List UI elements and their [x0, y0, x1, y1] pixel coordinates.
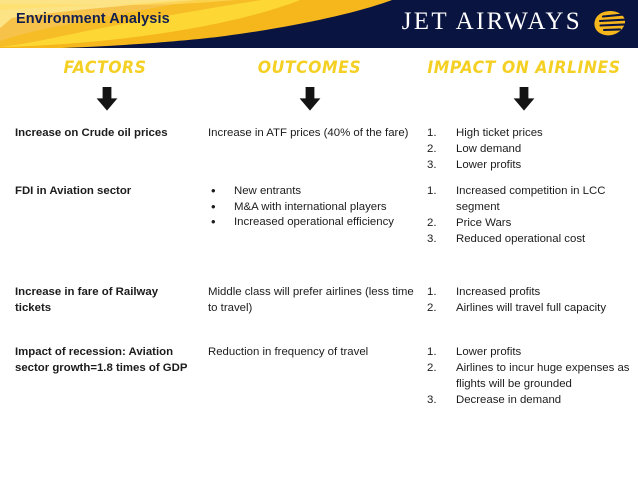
list-text: Reduced operational cost [456, 232, 586, 245]
list-text: Lower profits [456, 346, 522, 358]
row-outcome: • New entrants • M&A with international … [208, 183, 420, 231]
list-text: Increased competition in LCC segment [456, 185, 606, 213]
list-item: • M&A with international players [208, 198, 420, 216]
row-outcome: Middle class will prefer airlines (less … [208, 286, 414, 314]
column-header-factors: FACTORS [63, 58, 147, 78]
row-factor: Impact of recession: Aviation sector gro… [15, 346, 188, 374]
list-text: Price Wars [456, 216, 512, 229]
list-number: 2. [427, 302, 437, 314]
arrow-down-icon-impact [513, 87, 535, 111]
list-item: 1. Lower profits [427, 345, 632, 361]
row-impacts: 1. Lower profits 2. Airlines to incur hu… [427, 345, 632, 409]
list-item: 2. Airlines will travel full capacity [427, 301, 632, 317]
outcome-bullet-list: • New entrants • M&A with international … [208, 183, 420, 231]
list-item: 3. Lower profits [427, 158, 632, 174]
column-header-outcomes: OUTCOMES [257, 58, 362, 78]
list-item: • Increased operational efficiency [208, 214, 420, 231]
row-factor: Increase in fare of Railway tickets [15, 286, 159, 314]
row-impacts: 1. Increased profits 2. Airlines will tr… [427, 285, 632, 317]
list-number: 1. [427, 286, 437, 298]
list-number: 1. [427, 185, 437, 197]
list-text: Low demand [456, 143, 522, 155]
list-item: 1. High ticket prices [427, 126, 632, 142]
list-item: 3. Decrease in demand [427, 393, 632, 409]
jet-airways-sun-logo-icon [594, 11, 630, 36]
list-text: High ticket prices [456, 127, 543, 139]
list-number: 3. [427, 159, 437, 171]
list-text: Increased operational efficiency [234, 216, 394, 228]
bullet-icon: • [211, 198, 216, 214]
list-number: 3. [427, 232, 437, 245]
page-title: Environment Analysis [16, 11, 170, 27]
list-item: 3. Reduced operational cost [427, 232, 632, 248]
list-number: 1. [427, 127, 437, 139]
list-item: 2. Low demand [427, 142, 632, 158]
list-item: 2. Airlines to incur huge expenses as fl… [427, 361, 632, 392]
impact-list: 1. Lower profits 2. Airlines to incur hu… [427, 345, 632, 408]
impact-list: 1. High ticket prices 2. Low demand 3. L… [427, 126, 632, 174]
row-factor: Increase on Crude oil prices [15, 127, 168, 139]
row-impacts: 1. Increased competition in LCC segment … [427, 184, 632, 248]
arrow-down-icon-factors [96, 87, 118, 111]
header-swoosh-graphic [0, 0, 638, 48]
bullet-icon: • [211, 183, 216, 198]
list-number: 2. [427, 216, 437, 229]
row-outcome: Reduction in frequency of travel [208, 346, 369, 358]
row-outcome: Increase in ATF prices (40% of the fare) [208, 127, 409, 139]
row-factor: FDI in Aviation sector [15, 185, 132, 197]
arrow-down-icon-outcomes [299, 87, 321, 111]
list-item: 1. Increased profits [427, 285, 632, 301]
impact-list: 1. Increased competition in LCC segment … [427, 184, 632, 247]
list-item: • New entrants [208, 183, 420, 200]
list-text: New entrants [234, 185, 302, 197]
list-text: Airlines to incur huge expenses as fligh… [456, 362, 630, 390]
list-text: Lower profits [456, 159, 522, 171]
slide-header: Environment Analysis JET AIRWAYS [0, 0, 638, 48]
list-text: Increased profits [456, 286, 541, 298]
list-item: 1. Increased competition in LCC segment [427, 184, 632, 215]
list-number: 2. [427, 362, 437, 374]
brand-wordmark: JET AIRWAYS [401, 8, 582, 35]
impact-list: 1. Increased profits 2. Airlines will tr… [427, 285, 632, 317]
list-text: Airlines will travel full capacity [456, 302, 607, 314]
list-text: M&A with international players [234, 200, 387, 213]
list-text: Decrease in demand [456, 393, 562, 406]
list-number: 1. [427, 346, 437, 358]
list-number: 2. [427, 143, 437, 155]
row-impacts: 1. High ticket prices 2. Low demand 3. L… [427, 126, 632, 174]
list-number: 3. [427, 393, 437, 406]
column-header-impact-on-airlines: IMPACT ON AIRLINES [427, 58, 621, 78]
list-item: 2. Price Wars [427, 216, 632, 232]
bullet-icon: • [211, 214, 216, 229]
